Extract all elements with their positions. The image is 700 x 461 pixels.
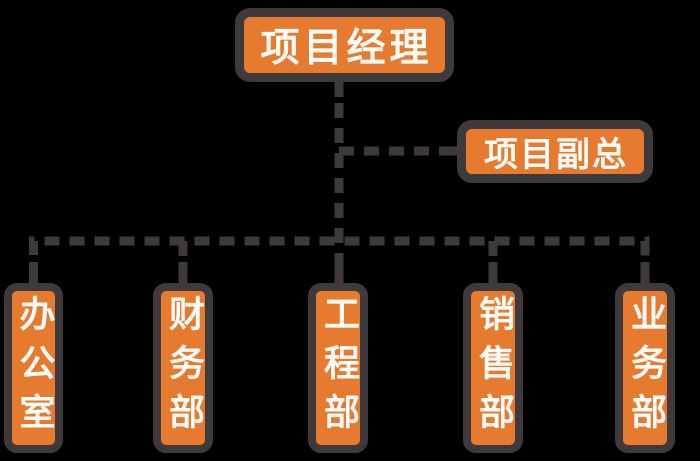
node-dept-finance-label: 财务部 [163, 294, 204, 442]
node-dept-business-label: 业务部 [625, 294, 666, 442]
node-dept-sales: 销售部 [463, 283, 523, 453]
node-dept-finance: 财务部 [153, 283, 213, 453]
node-dept-business: 业务部 [615, 283, 675, 453]
node-dept-sales-label: 销售部 [473, 294, 514, 442]
node-dept-engineering: 工程部 [308, 283, 368, 453]
node-project-manager: 项目经理 [235, 8, 454, 82]
node-project-manager-label: 项目经理 [260, 26, 433, 71]
node-deputy-general-manager: 项目副总 [457, 120, 653, 183]
node-dept-office: 办公室 [4, 283, 63, 453]
node-dept-engineering-label: 工程部 [318, 294, 359, 442]
node-deputy-general-manager-label: 项目副总 [484, 135, 628, 175]
node-dept-office-label: 办公室 [13, 294, 55, 442]
